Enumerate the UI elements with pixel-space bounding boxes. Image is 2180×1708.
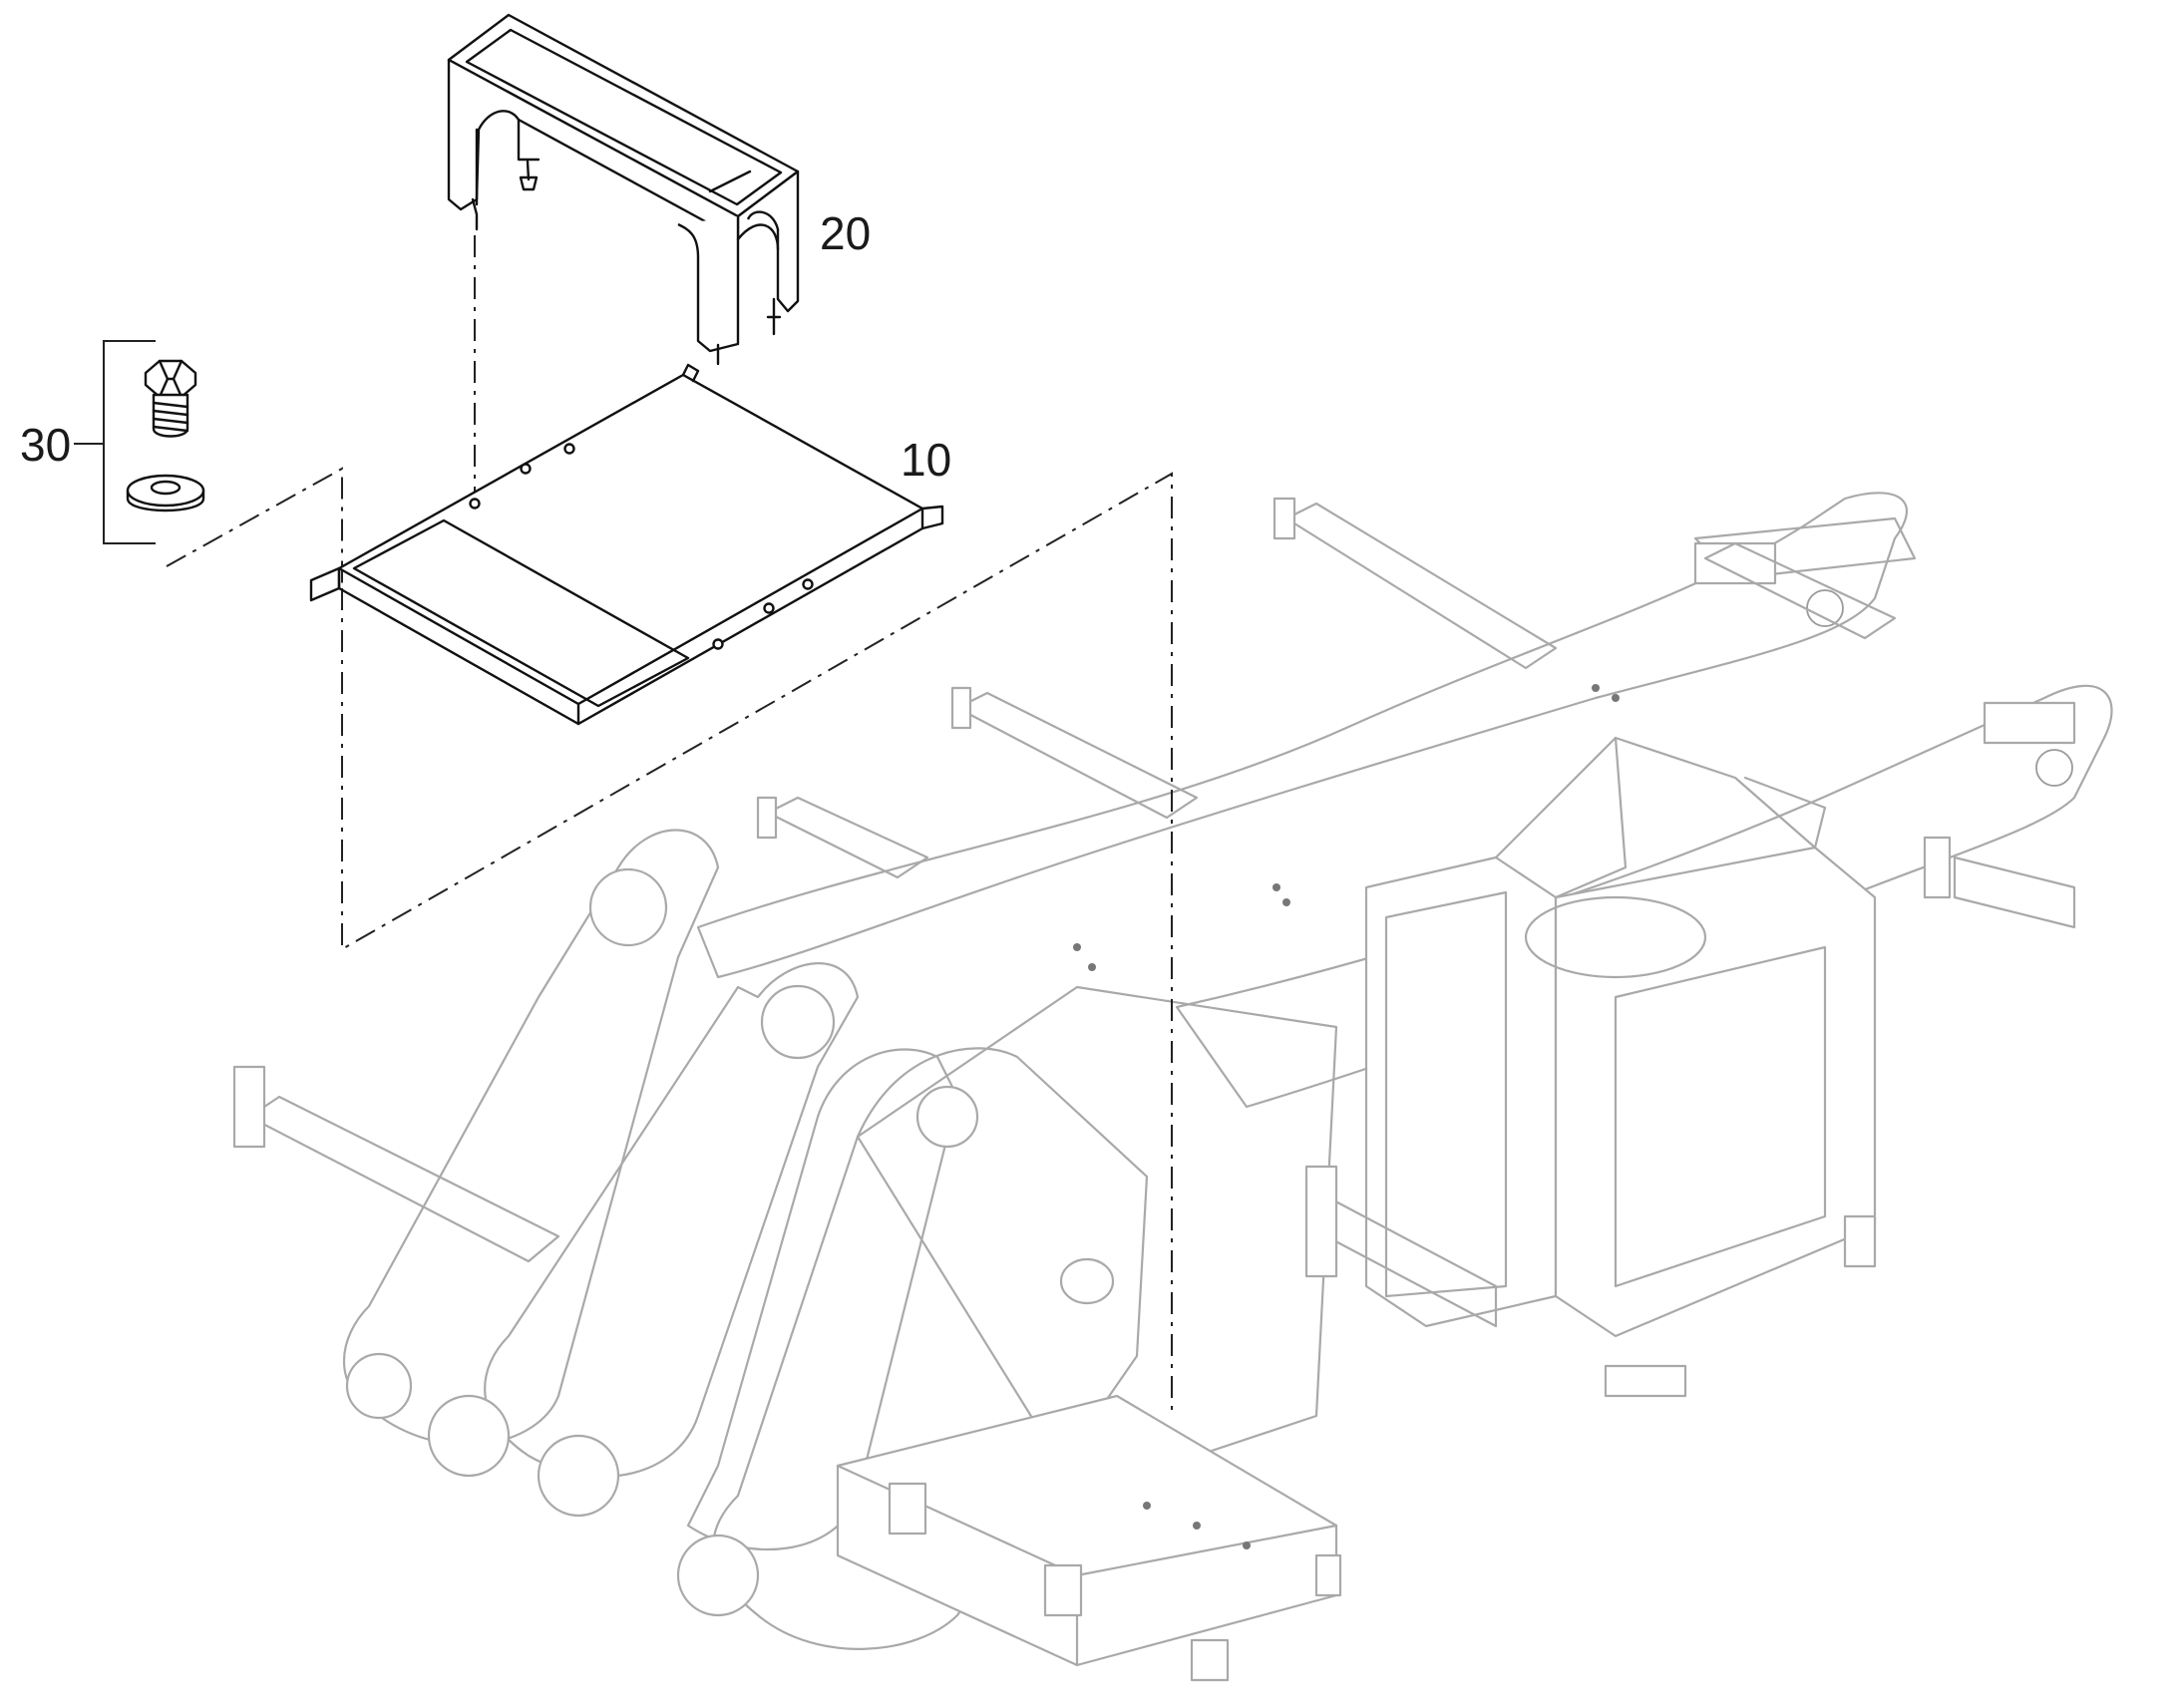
platform-block-1 (888, 1482, 927, 1536)
cross-member-1-flange (1272, 497, 1296, 540)
plate-left-tab (309, 566, 341, 602)
plate-mounting-guide (341, 472, 1173, 1411)
callout-cover: 20 (820, 207, 871, 259)
washer-hole (150, 480, 182, 496)
tower-plate-2-bore (760, 984, 836, 1060)
cross-member-3-flange (756, 796, 778, 840)
engine-box-front-panel (1554, 846, 1877, 1338)
tower-plate-1-lower-bore (345, 1352, 413, 1420)
bolt-head (1282, 898, 1290, 906)
tower-plate-4-lower-bore (676, 1534, 760, 1617)
front-cross-tube (247, 1095, 560, 1263)
assembly-guide-lines (166, 235, 1173, 1411)
plate-hole (712, 638, 724, 650)
cross-member-2 (955, 691, 1199, 820)
bolt-head (1143, 1502, 1151, 1510)
cover-top-inset (465, 28, 783, 206)
callout-plate: 10 (901, 434, 951, 486)
engine-box-top-corner (1743, 776, 1827, 850)
cover-stud-2 (519, 160, 539, 191)
tower-plate-4-bore (915, 1085, 979, 1149)
tower-plate-1-bore (588, 867, 668, 947)
tower-plate-2 (484, 962, 860, 1478)
fan-shroud (1524, 895, 1707, 979)
cover-top (447, 13, 800, 218)
plate-rear-tab (681, 363, 700, 383)
cross-member-3 (766, 796, 929, 879)
front-cross-flange (232, 1065, 266, 1149)
bolt-head (1073, 943, 1081, 951)
tower-plate-3-lower-bore (537, 1434, 620, 1518)
platform-block-2 (1043, 1563, 1083, 1617)
cover-part: 20 (447, 13, 871, 366)
cover-stud-1 (471, 197, 479, 231)
bolt-thread (152, 401, 189, 433)
plate-hole (563, 443, 575, 455)
plate-side-tab (920, 505, 944, 530)
platform-block-3 (1190, 1638, 1230, 1682)
bolt-head (1193, 1522, 1201, 1530)
rear-side-beam (696, 492, 1908, 979)
cover-label-slot (708, 170, 752, 193)
engine-box-left-inner (1384, 890, 1508, 1298)
rear-cross-stub (1953, 855, 2076, 929)
engine-box-top-rail (1614, 736, 1817, 850)
plate-hole (802, 578, 814, 590)
cover-inner-brace (475, 118, 541, 206)
engine-box-side-foot (1843, 1214, 1877, 1268)
center-frame-body (856, 985, 1338, 1458)
rear-pad (1693, 541, 1777, 585)
engine-box-rear-foot (1604, 1364, 1687, 1398)
cross-member-4 (1703, 541, 1897, 640)
mounting-plate-part: 10 (309, 363, 951, 726)
rear-cross-flange (1923, 836, 1952, 899)
cross-member-2-flange (950, 686, 972, 730)
engine-box-window (1614, 945, 1827, 1288)
plate-hole (469, 498, 481, 510)
right-pad (1983, 701, 2076, 745)
platform-block-4 (1314, 1553, 1342, 1597)
cover-stud-4 (766, 297, 782, 336)
plate-hole (520, 463, 532, 475)
bolt-head (1592, 684, 1600, 692)
bolt-head-facets (158, 359, 183, 399)
fastener-set-part: 30 (20, 340, 205, 544)
center-frame-bore (1059, 1257, 1115, 1305)
cover-right-arch (736, 223, 780, 251)
cross-member-1 (1284, 502, 1558, 670)
bolt-head (1272, 883, 1280, 891)
right-beam-bore (2035, 749, 2073, 787)
cover-front-leg (677, 216, 740, 353)
rear-beam-bore (1806, 589, 1844, 627)
plate-top-surface (337, 373, 924, 706)
bolt-head (1243, 1541, 1251, 1549)
engine-box-top-post (1554, 736, 1628, 899)
fastener-bracket (103, 340, 156, 544)
engine-box-top-edge (1494, 736, 1618, 859)
fastener-to-plate-guide (166, 467, 343, 588)
cover-right-leg (737, 170, 800, 313)
plate-recess-panel (352, 518, 690, 708)
tower-plate-2-lower-bore (427, 1394, 511, 1478)
bolt-head (1088, 963, 1096, 971)
plate-hole (763, 602, 775, 614)
bolt-head (1612, 694, 1620, 702)
engine-box-side-mount (1304, 1165, 1338, 1278)
loader-frame-assembly (232, 492, 2113, 1682)
washer-edge (126, 489, 205, 512)
callout-fastener-set: 30 (20, 419, 71, 471)
